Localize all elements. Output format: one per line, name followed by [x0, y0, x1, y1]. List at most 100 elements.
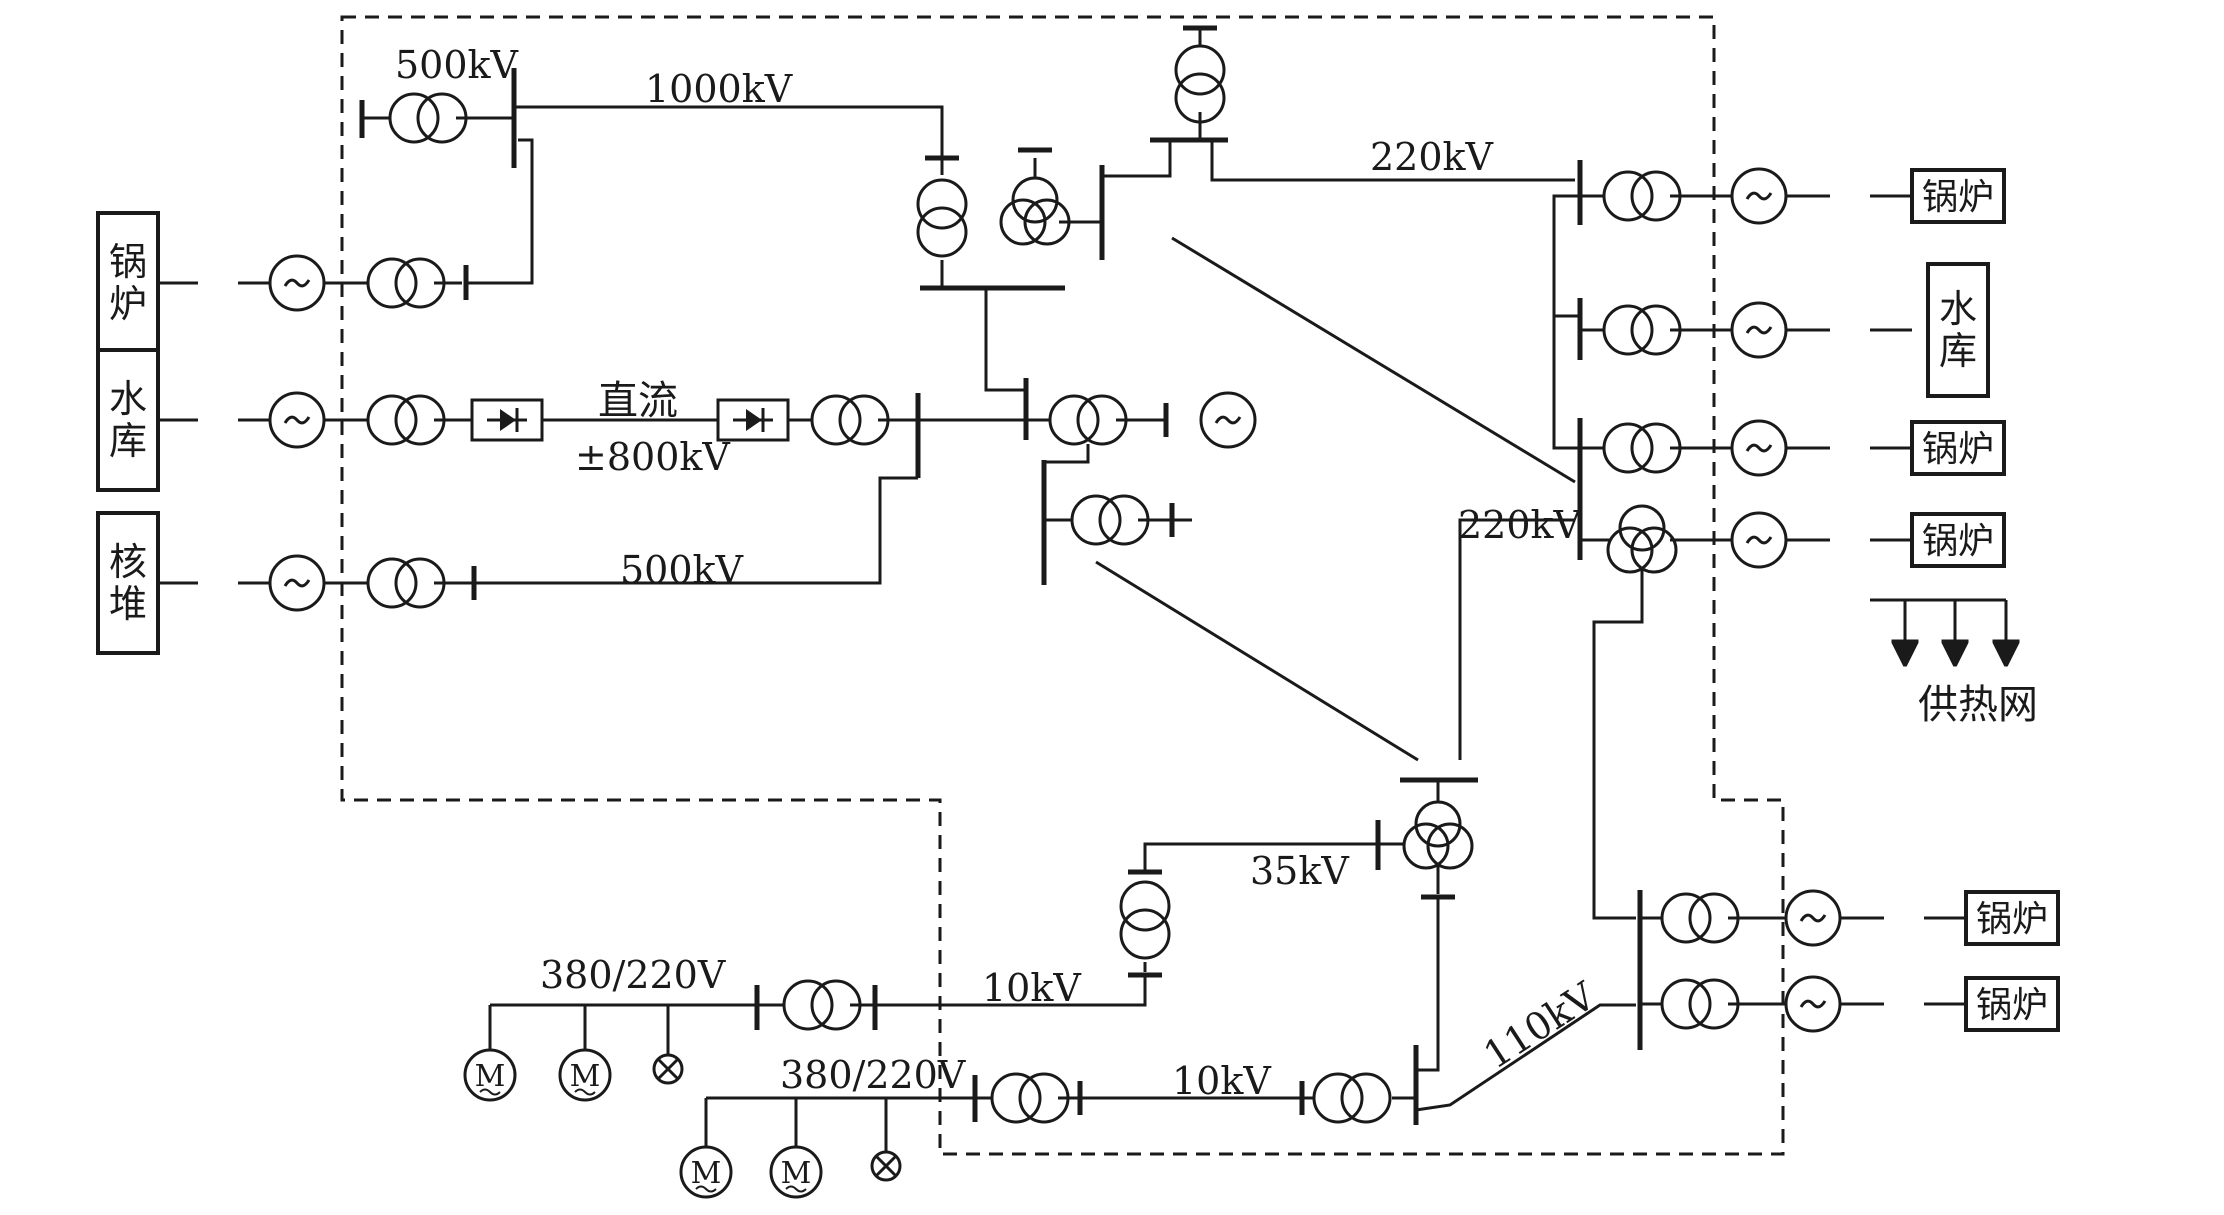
wire: [1418, 897, 1440, 1072]
right-source-box-4: 锅炉: [1910, 512, 2006, 568]
boundary-dashed: [340, 15, 1785, 1156]
lower-step-up-transformer-2: [1660, 978, 1740, 1030]
distribution-transformer-lower: [990, 1072, 1070, 1124]
busbars: [359, 25, 1643, 1125]
svg-text:锅炉: 锅炉: [1976, 985, 2048, 1026]
right-three-winding-transformer: [1606, 504, 1678, 574]
svg-text:锅炉: 锅炉: [1976, 899, 2048, 940]
lower-step-up-transformer-1: [1660, 892, 1740, 944]
wire: [514, 105, 944, 158]
wire: [1415, 1003, 1636, 1112]
left-turbine-1: [198, 245, 238, 321]
lower-source-box-2: 锅炉: [1964, 976, 2060, 1032]
svg-text:堆: 堆: [109, 582, 147, 626]
svg-text:M: M: [475, 1059, 506, 1094]
motor-3: M: [679, 1145, 733, 1199]
left-turbine-3: [198, 545, 238, 621]
rectifier-receiving: [716, 398, 790, 442]
right-generator-2: [1730, 301, 1788, 359]
left-generator-2: [268, 391, 326, 449]
left-turbine-2: [198, 382, 238, 458]
label-10kv-upper: 10kV: [982, 966, 1081, 1010]
transformer-500kv-substation: [1048, 394, 1128, 446]
right-source-box-2: 水库: [1926, 262, 1990, 398]
transformer-1000kv-a: [916, 178, 968, 258]
transformer-dc-receiving: [810, 394, 890, 446]
wire: [1143, 842, 1378, 870]
transformer-top: [1174, 44, 1226, 124]
distribution-transformer-10kv-a: [1312, 1072, 1392, 1124]
distribution-transformer-upper: [782, 979, 862, 1031]
transformer-1000kv-b: [999, 176, 1071, 246]
right-turbine-4: [1830, 502, 1870, 578]
label-380-220v-lower: 380/220V: [780, 1053, 966, 1097]
wire: [1210, 140, 1575, 182]
left-source-box-2: 水库: [96, 348, 160, 492]
label-220kv-mid: 220kV: [1458, 503, 1582, 547]
right-source-box-1: 锅炉: [1910, 168, 2006, 224]
svg-text:水: 水: [109, 377, 147, 421]
svg-text:炉: 炉: [109, 282, 147, 326]
svg-text:锅炉: 锅炉: [1922, 429, 1994, 470]
lower-generator-1: [1784, 889, 1842, 947]
right-source-box-3: 锅炉: [1910, 420, 2006, 476]
motor-1: M: [463, 1048, 517, 1102]
right-step-up-transformer-3: [1602, 422, 1682, 474]
label-dc-voltage: ±800kV: [575, 435, 730, 479]
left-step-up-transformer-1: [366, 257, 446, 309]
svg-text:水: 水: [1939, 287, 1977, 331]
left-step-up-transformer-3: [366, 557, 446, 609]
svg-text:锅炉: 锅炉: [1922, 521, 1994, 562]
substation-three-winding-transformer: [1402, 800, 1474, 870]
lamp-2: [870, 1150, 902, 1182]
wire: [1171, 236, 1576, 484]
wire: [984, 288, 1026, 392]
right-step-up-transformer-1: [1602, 170, 1682, 222]
transformer-35kv-10kv: [1119, 880, 1171, 960]
label-35kv: 35kV: [1250, 849, 1349, 893]
lower-turbine-1: [1884, 880, 1924, 956]
rectifier-sending: [470, 398, 544, 442]
wire: [875, 975, 1147, 1007]
svg-text:锅: 锅: [109, 240, 147, 284]
label-500kv-top: 500kV: [395, 43, 519, 87]
wire: [1552, 316, 1580, 450]
left-source-box-1: 锅炉: [96, 211, 160, 355]
transformer-500kv-top: [388, 92, 468, 144]
wire: [1552, 194, 1580, 318]
lower-source-box-1: 锅炉: [1964, 890, 2060, 946]
lower-generator-2: [1784, 975, 1842, 1033]
label-1000kv: 1000kV: [645, 67, 793, 111]
wire: [1044, 444, 1090, 464]
right-turbine-2: [1830, 292, 1870, 368]
transformer-500kv-lower: [1070, 494, 1150, 546]
label-dc: 直流: [598, 378, 678, 424]
wire: [1592, 564, 1644, 920]
svg-text:锅炉: 锅炉: [1922, 177, 1994, 218]
label-220kv-top: 220kV: [1370, 135, 1494, 179]
label-heat-network: 供热网: [1918, 682, 2038, 728]
label-10kv-lower: 10kV: [1172, 1059, 1271, 1103]
motor-2: M: [558, 1048, 612, 1102]
label-500kv-mid: 500kV: [620, 548, 744, 592]
right-generator-3: [1730, 419, 1788, 477]
right-generator-1: [1730, 167, 1788, 225]
wire: [1458, 518, 1575, 760]
right-turbine-1: [1830, 158, 1870, 234]
wire: [466, 138, 534, 285]
wire: [1095, 560, 1419, 762]
lower-turbine-2: [1884, 966, 1924, 1042]
wire: [474, 476, 918, 585]
lamp-1: [652, 1053, 684, 1085]
synchronous-condenser: [1199, 391, 1257, 449]
wire: [1102, 140, 1172, 178]
right-turbine-3: [1830, 410, 1870, 486]
svg-text:M: M: [691, 1156, 722, 1191]
left-step-up-transformer-2: [366, 394, 446, 446]
svg-text:核: 核: [109, 540, 147, 584]
right-step-up-transformer-2: [1602, 304, 1682, 356]
wiring: [158, 30, 2006, 1152]
label-110kv: 110kV: [1476, 973, 1604, 1077]
